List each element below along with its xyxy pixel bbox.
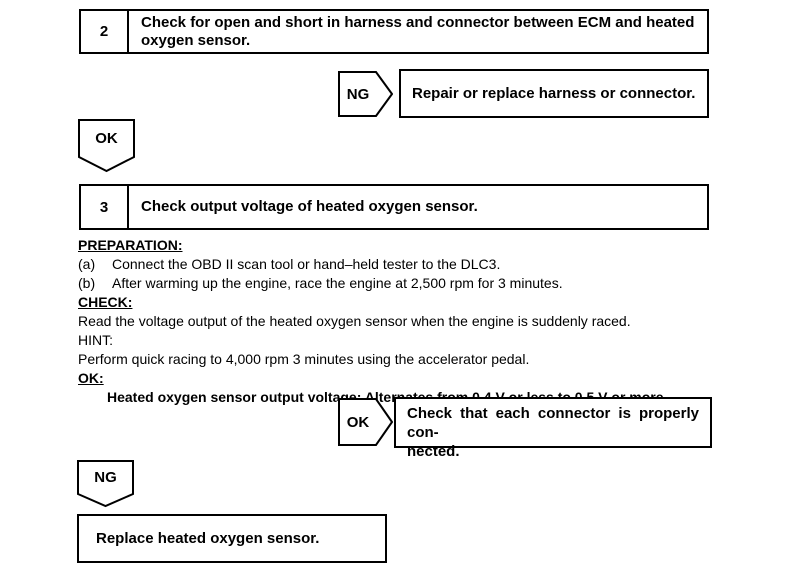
item-a-marker: (a) (78, 256, 96, 272)
item-a-text: Connect the OBD II scan tool or hand–hel… (112, 256, 501, 272)
pentagon-down-shape (78, 119, 135, 173)
ng-label: NG (94, 468, 117, 486)
ok-heading: OK: (78, 370, 104, 386)
check-connector-line1: Check that each connector is properly co… (407, 405, 699, 441)
item-b-marker: (b) (78, 275, 96, 291)
step-2-instruction-line2: oxygen sensor. (141, 31, 251, 49)
pentagon-right-shape (338, 71, 393, 117)
ok-connector-step2: OK (78, 119, 135, 173)
hint-heading: HINT: (78, 332, 113, 348)
repair-harness-text: Repair or replace harness or connector. (412, 85, 696, 102)
ok-label: OK (346, 413, 370, 431)
check-connector-line2: nected. (407, 443, 460, 460)
check-connector-box: Check that each connector is properly co… (394, 397, 712, 460)
procedure-text-block: PREPARATION: (a) Connect the OBD II scan … (78, 236, 718, 407)
step-2-instruction-line1: Check for open and short in harness and … (141, 13, 695, 31)
pentagon-down-shape (77, 460, 134, 508)
preparation-item-a: (a) Connect the OBD II scan tool or hand–… (78, 255, 718, 274)
step-2-instruction: Check for open and short in harness and … (129, 11, 706, 52)
ng-connector-step2: NG (338, 71, 393, 117)
step-2-number: 2 (81, 11, 129, 52)
repair-harness-box: Repair or replace harness or connector. (399, 69, 709, 118)
ng-connector-step3: NG (77, 460, 134, 508)
preparation-heading: PREPARATION: (78, 237, 183, 253)
step-3-instruction-text: Check output voltage of heated oxygen se… (141, 198, 478, 215)
item-b-text: After warming up the engine, race the en… (112, 275, 563, 291)
step-3-instruction: Check output voltage of heated oxygen se… (129, 186, 490, 228)
ok-connector-step3: OK (338, 398, 393, 446)
pentagon-right-shape (338, 398, 393, 446)
check-text: Read the voltage output of the heated ox… (78, 313, 631, 329)
ng-label: NG (346, 85, 370, 103)
replace-sensor-text: Replace heated oxygen sensor. (96, 530, 320, 547)
step-2-box: 2 Check for open and short in harness an… (79, 9, 709, 54)
step-3-box: 3 Check output voltage of heated oxygen … (79, 184, 709, 230)
check-heading: CHECK: (78, 294, 133, 310)
step-3-number: 3 (81, 186, 129, 228)
hint-text: Perform quick racing to 4,000 rpm 3 minu… (78, 351, 530, 367)
ok-label: OK (95, 129, 118, 147)
replace-sensor-box: Replace heated oxygen sensor. (77, 514, 387, 563)
preparation-item-b: (b) After warming up the engine, race the… (78, 274, 718, 293)
